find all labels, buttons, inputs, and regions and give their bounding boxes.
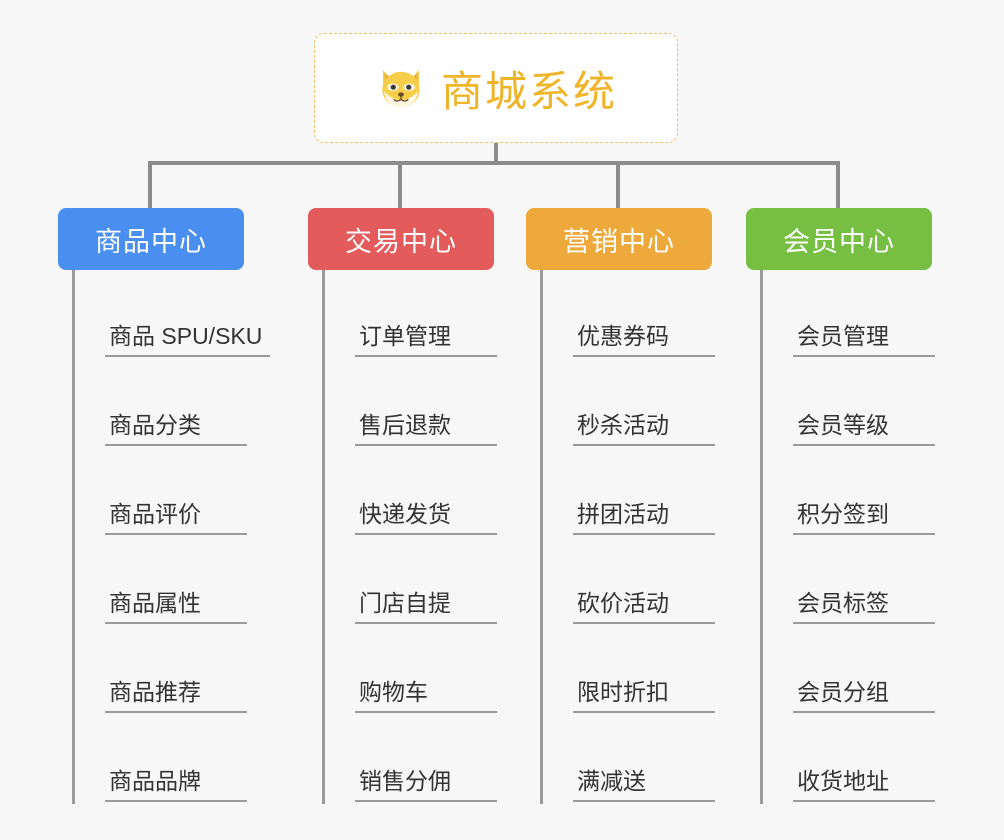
item-label: 购物车	[355, 679, 497, 713]
item-label: 会员等级	[793, 412, 935, 446]
list-item[interactable]: 收货地址	[760, 715, 935, 804]
root-node[interactable]: 商城系统	[314, 33, 678, 143]
item-label: 会员标签	[793, 590, 935, 624]
category-box-1[interactable]: 商品中心	[58, 208, 244, 270]
item-label: 商品品牌	[105, 768, 247, 802]
category-box-3[interactable]: 营销中心	[526, 208, 712, 270]
connector-drop-3	[616, 161, 620, 208]
list-item[interactable]: 会员管理	[760, 270, 935, 359]
list-item[interactable]: 购物车	[322, 626, 497, 715]
item-label: 商品评价	[105, 501, 247, 535]
item-label: 满减送	[573, 768, 715, 802]
item-label: 会员管理	[793, 323, 935, 357]
item-label: 拼团活动	[573, 501, 715, 535]
connector-horizontal-bus	[148, 161, 840, 165]
item-label: 售后退款	[355, 412, 497, 446]
item-label: 商品推荐	[105, 679, 247, 713]
item-label: 秒杀活动	[573, 412, 715, 446]
list-item[interactable]: 会员等级	[760, 359, 935, 448]
item-label: 商品分类	[105, 412, 247, 446]
list-item[interactable]: 销售分佣	[322, 715, 497, 804]
item-label: 限时折扣	[573, 679, 715, 713]
item-label: 会员分组	[793, 679, 935, 713]
category-box-4[interactable]: 会员中心	[746, 208, 932, 270]
list-item[interactable]: 商品分类	[72, 359, 270, 448]
item-column-3: 优惠券码 秒杀活动 拼团活动 砍价活动 限时折扣 满减送	[540, 270, 715, 804]
list-item[interactable]: 门店自提	[322, 537, 497, 626]
connector-drop-2	[398, 161, 402, 208]
item-label: 快递发货	[355, 501, 497, 535]
item-label: 收货地址	[793, 768, 935, 802]
item-label: 订单管理	[355, 323, 497, 357]
item-label: 门店自提	[355, 590, 497, 624]
item-label: 优惠券码	[573, 323, 715, 357]
column-spine-4	[760, 270, 763, 804]
list-item[interactable]: 订单管理	[322, 270, 497, 359]
connector-root-stem	[494, 143, 498, 165]
list-item[interactable]: 商品属性	[72, 537, 270, 626]
list-item[interactable]: 会员分组	[760, 626, 935, 715]
item-column-1: 商品 SPU/SKU 商品分类 商品评价 商品属性 商品推荐 商品品牌	[72, 270, 271, 804]
list-item[interactable]: 商品品牌	[72, 715, 270, 804]
list-item[interactable]: 积分签到	[760, 448, 935, 537]
list-item[interactable]: 砍价活动	[540, 537, 715, 626]
category-box-2[interactable]: 交易中心	[308, 208, 494, 270]
item-label: 商品属性	[105, 590, 247, 624]
list-item[interactable]: 售后退款	[322, 359, 497, 448]
item-column-4: 会员管理 会员等级 积分签到 会员标签 会员分组 收货地址	[760, 270, 935, 804]
connector-drop-1	[148, 161, 152, 208]
column-spine-3	[540, 270, 543, 804]
column-spine-1	[72, 270, 75, 804]
column-spine-2	[322, 270, 325, 804]
list-item[interactable]: 拼团活动	[540, 448, 715, 537]
item-label: 销售分佣	[355, 768, 497, 802]
list-item[interactable]: 会员标签	[760, 537, 935, 626]
item-label: 积分签到	[793, 501, 935, 535]
list-item[interactable]: 商品推荐	[72, 626, 270, 715]
category-title-1: 商品中心	[95, 226, 207, 257]
list-item[interactable]: 快递发货	[322, 448, 497, 537]
item-column-2: 订单管理 售后退款 快递发货 门店自提 购物车 销售分佣	[322, 270, 497, 804]
list-item[interactable]: 优惠券码	[540, 270, 715, 359]
category-title-4: 会员中心	[783, 226, 895, 257]
list-item[interactable]: 商品评价	[72, 448, 270, 537]
category-title-3: 营销中心	[563, 226, 675, 257]
list-item[interactable]: 满减送	[540, 715, 715, 804]
list-item[interactable]: 限时折扣	[540, 626, 715, 715]
category-title-2: 交易中心	[345, 226, 457, 257]
root-title: 商城系统	[440, 67, 617, 115]
item-label: 砍价活动	[573, 590, 715, 624]
item-label: 商品 SPU/SKU	[105, 323, 271, 357]
list-item[interactable]: 秒杀活动	[540, 359, 715, 448]
list-item[interactable]: 商品 SPU/SKU	[72, 270, 271, 359]
shiba-dog-emoji	[375, 62, 427, 114]
connector-drop-4	[836, 161, 840, 208]
